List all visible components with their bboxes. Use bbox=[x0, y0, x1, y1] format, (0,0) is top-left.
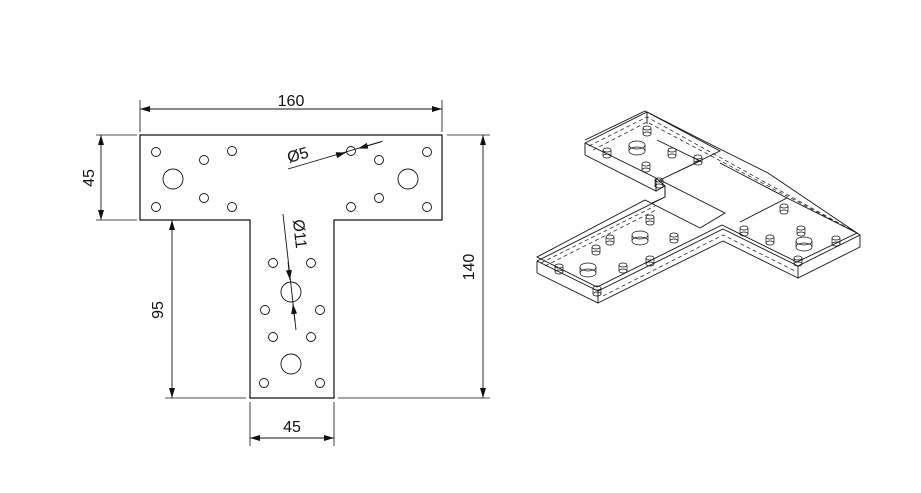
small-hole bbox=[374, 155, 384, 165]
small-hole bbox=[260, 305, 270, 315]
iso-hole bbox=[795, 236, 813, 252]
iso-hole bbox=[641, 161, 651, 173]
small-hole bbox=[151, 147, 161, 157]
small-hole bbox=[227, 202, 237, 212]
small-hole bbox=[268, 258, 278, 268]
iso-hole bbox=[592, 285, 602, 297]
iso-edge bbox=[536, 178, 666, 304]
small-hole bbox=[422, 202, 432, 212]
dim-flange-height: 45 bbox=[81, 169, 98, 187]
iso-hole bbox=[693, 154, 703, 166]
iso-hole bbox=[645, 255, 655, 267]
iso-hole bbox=[579, 262, 597, 278]
iso-hole bbox=[667, 147, 677, 159]
small-hole bbox=[422, 147, 432, 157]
iso-hole bbox=[654, 177, 664, 189]
dimension-lines bbox=[98, 106, 486, 441]
iso-hole bbox=[793, 255, 803, 267]
iso-top-outline bbox=[536, 110, 859, 288]
iso-edge bbox=[597, 228, 799, 292]
dim-small-hole: Ø5 bbox=[285, 145, 310, 167]
iso-hole bbox=[628, 140, 646, 156]
iso-hole bbox=[796, 225, 806, 237]
small-hole bbox=[315, 305, 325, 315]
small-hole bbox=[199, 155, 209, 165]
iso-hole bbox=[554, 263, 564, 275]
small-hole bbox=[227, 146, 237, 156]
dim-total-height: 140 bbox=[461, 254, 478, 281]
small-hole bbox=[346, 202, 356, 212]
small-hole bbox=[346, 146, 356, 156]
iso-hole bbox=[765, 234, 775, 246]
small-hole bbox=[199, 193, 209, 203]
iso-hole bbox=[739, 225, 749, 237]
large-hole bbox=[162, 168, 184, 190]
iso-plate-top bbox=[537, 112, 860, 291]
dim-total-width: 160 bbox=[278, 93, 305, 110]
iso-hole bbox=[779, 203, 789, 215]
large-hole bbox=[397, 168, 419, 190]
hole-pattern bbox=[151, 146, 432, 388]
small-hole bbox=[315, 378, 325, 388]
iso-hole bbox=[831, 235, 841, 247]
large-hole bbox=[280, 353, 302, 375]
iso-edge bbox=[651, 196, 666, 204]
dim-large-hole: Ø11 bbox=[289, 219, 309, 250]
iso-hole bbox=[602, 147, 612, 159]
iso-hole bbox=[669, 232, 679, 244]
small-hole bbox=[268, 332, 278, 342]
small-hole bbox=[306, 258, 316, 268]
iso-hole bbox=[618, 262, 628, 274]
dimension-texts: 160 45 140 95 45 Ø5 Ø11 bbox=[81, 93, 478, 436]
small-hole bbox=[306, 332, 316, 342]
iso-holes bbox=[554, 125, 841, 297]
small-hole bbox=[374, 193, 384, 203]
iso-hole bbox=[605, 234, 615, 246]
isometric-view bbox=[536, 110, 861, 304]
t-plate-outline bbox=[139, 134, 443, 399]
dim-stem-width: 45 bbox=[283, 419, 301, 436]
iso-hole bbox=[642, 125, 652, 137]
iso-edge bbox=[597, 240, 799, 304]
iso-hole bbox=[645, 214, 655, 226]
small-hole bbox=[151, 202, 161, 212]
front-view bbox=[96, 100, 490, 446]
dim-stem-length: 95 bbox=[150, 301, 167, 319]
iso-edge bbox=[584, 111, 701, 144]
iso-hole bbox=[591, 244, 601, 256]
iso-hidden-lines bbox=[540, 116, 856, 297]
small-hole bbox=[259, 378, 269, 388]
iso-hole bbox=[631, 230, 649, 246]
